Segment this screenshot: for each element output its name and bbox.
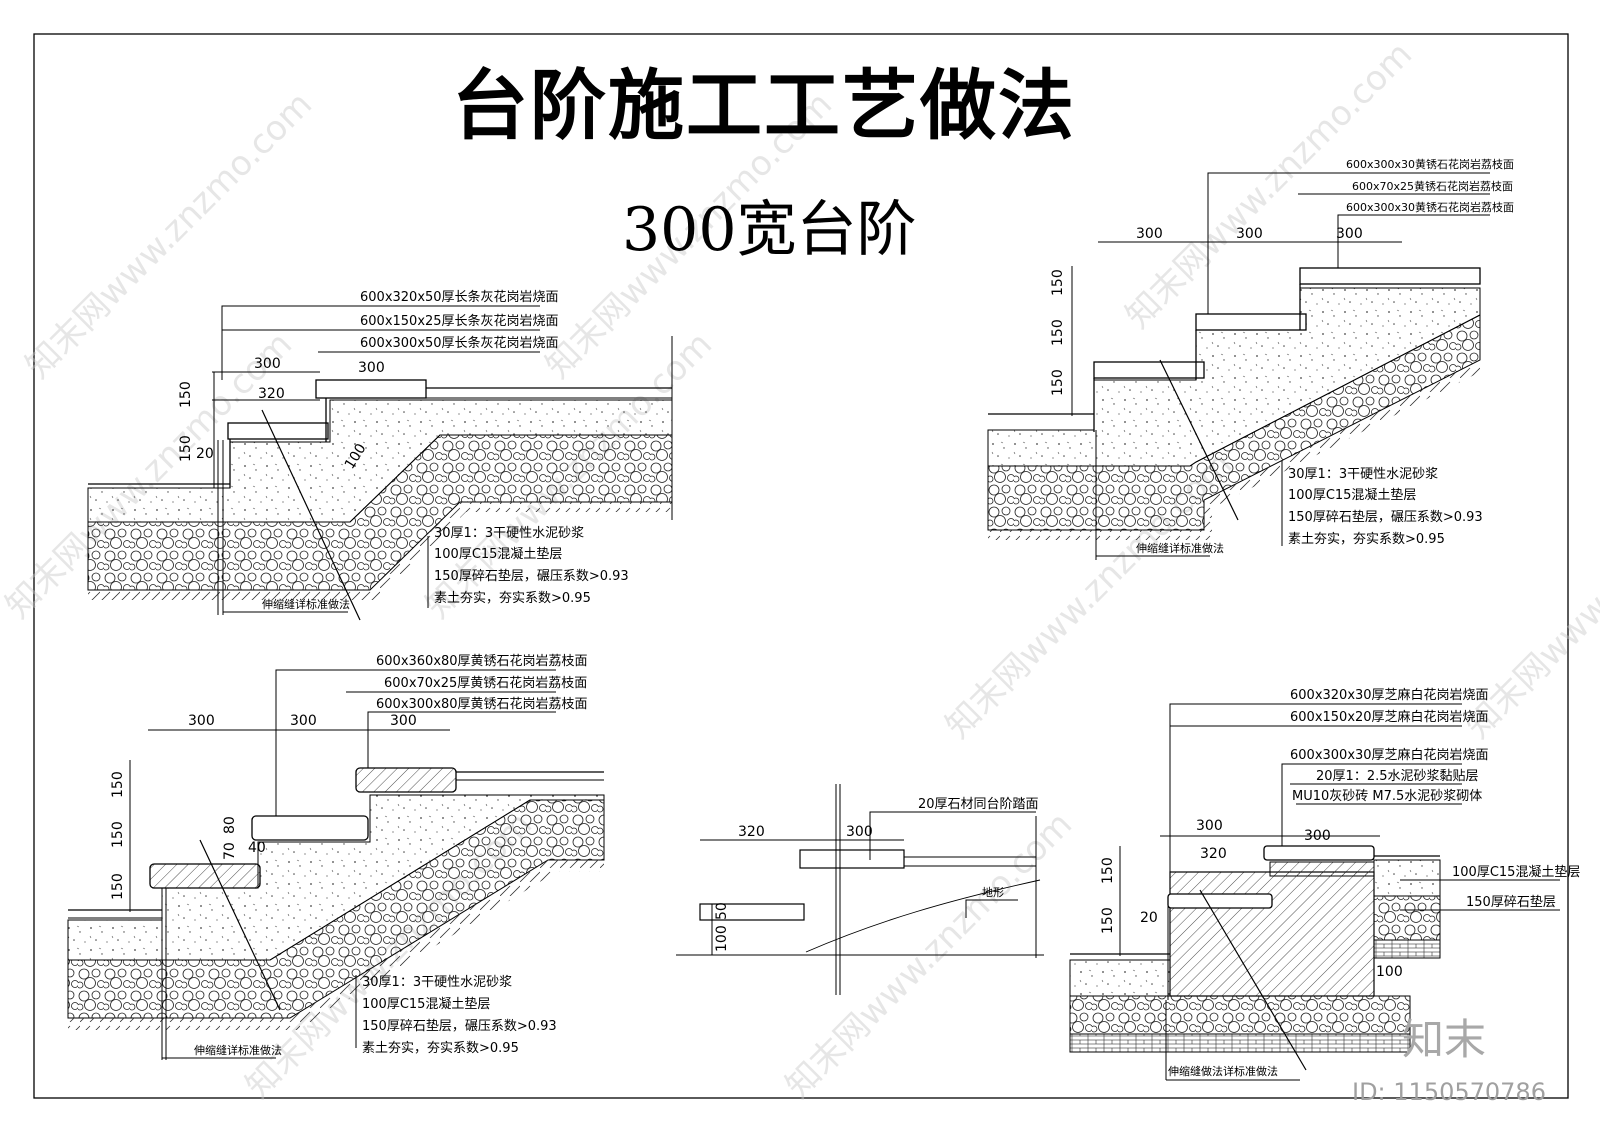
material-label: 20厚石材同台阶踏面 — [918, 797, 1039, 812]
dim-150: 150 — [1050, 269, 1066, 296]
brand-logo: 知末 — [1402, 1015, 1486, 1064]
material-label: 600x300x30黄锈石花岗岩荔枝面 — [1346, 157, 1514, 171]
dim-300: 300 — [1304, 828, 1331, 844]
layer-label: 素土夯实，夯实系数>0.95 — [1288, 532, 1445, 547]
material-label: 20厚1：2.5水泥砂浆黏贴层 — [1316, 768, 1479, 784]
dim-20: 20 — [1140, 910, 1158, 926]
layer-label: 100厚C15混凝土垫层 — [1288, 487, 1416, 503]
dim-150: 150 — [110, 771, 126, 798]
dim-150: 150 — [178, 435, 194, 462]
material-label: MU10灰砂砖 M7.5水泥砂浆砌体 — [1292, 789, 1482, 804]
dim-100: 100 — [714, 925, 730, 952]
stone-tread — [315, 379, 427, 399]
page-subtitle: 300宽台阶 — [622, 195, 917, 265]
material-label: 600x300x30厚芝麻白花岗岩烧面 — [1290, 747, 1489, 763]
dim-300: 300 — [1136, 226, 1163, 242]
dim-150: 150 — [178, 381, 194, 408]
joint-label: 伸缩缝详标准做法 — [194, 1043, 282, 1057]
layer-label: 素土夯实，夯实系数>0.95 — [434, 591, 591, 606]
material-label: 600x320x50厚长条灰花岗岩烧面 — [360, 289, 559, 305]
dim-300: 300 — [1196, 818, 1223, 834]
detail-1: 300 300 320 150 150 20 100 600x320x50厚长条… — [87, 289, 673, 621]
dim-300: 300 — [846, 824, 873, 840]
stone-tread — [149, 863, 261, 889]
dim-100: 100 — [1376, 964, 1403, 980]
soil-layer — [88, 502, 672, 600]
dim-150: 150 — [1050, 369, 1066, 396]
material-label: 600x70x25黄锈石花岗岩荔枝面 — [1352, 179, 1513, 193]
dim-70: 70 — [222, 842, 238, 860]
dim-300: 300 — [1336, 226, 1363, 242]
layer-label: 30厚1：3干硬性水泥砂浆 — [434, 526, 584, 541]
layer-label: 150厚碎石垫层，碾压系数>0.93 — [362, 1018, 557, 1034]
layer-label: 150厚碎石垫层，碾压系数>0.93 — [1288, 509, 1483, 525]
dim-150: 150 — [110, 821, 126, 848]
dim-300: 300 — [188, 713, 215, 729]
page-title: 台阶施工工艺做法 — [452, 61, 1076, 150]
stone-tread — [1093, 361, 1205, 379]
masonry-block — [1269, 861, 1375, 877]
detail-4: 320 300 100 50 20厚石材同台阶踏面 地形 — [676, 784, 1044, 995]
stone-tread — [799, 849, 905, 869]
masonry-block — [1169, 871, 1375, 997]
stone-tread — [1167, 893, 1273, 909]
detail-2: 300 300 300 150 150 150 600x300x30黄锈石花岗岩… — [987, 157, 1514, 560]
terrain-label: 地形 — [982, 886, 1004, 899]
stone-tread — [355, 767, 457, 793]
material-label: 600x300x30黄锈石花岗岩荔枝面 — [1346, 200, 1514, 214]
joint-label: 伸缩缝详标准做法 — [1136, 541, 1224, 555]
layer-label: 150厚碎石垫层 — [1466, 894, 1556, 910]
material-label: 600x150x20厚芝麻白花岗岩烧面 — [1290, 709, 1489, 725]
image-id: ID: 1150570786 — [1352, 1078, 1546, 1106]
dim-20: 20 — [196, 446, 214, 462]
dim-300: 300 — [358, 360, 385, 376]
material-label: 600x70x25厚黄锈石花岗岩荔枝面 — [384, 675, 587, 691]
stone-block — [699, 903, 805, 921]
dim-320: 320 — [258, 386, 285, 402]
stone-tread — [1195, 313, 1307, 331]
gravel-layer — [1373, 895, 1441, 941]
dim-300: 300 — [254, 356, 281, 372]
layer-label: 100厚C15混凝土垫层 — [362, 996, 490, 1012]
layer-label: 30厚1：3干硬性水泥砂浆 — [362, 975, 512, 990]
material-label: 600x300x80厚黄锈石花岗岩荔枝面 — [376, 696, 588, 712]
layer-label: 30厚1：3干硬性水泥砂浆 — [1288, 467, 1438, 482]
joint-label: 伸缩缝详标准做法 — [262, 597, 350, 611]
dim-40: 40 — [248, 840, 266, 856]
material-label: 600x320x30厚芝麻白花岗岩烧面 — [1290, 687, 1489, 703]
dim-50: 50 — [714, 902, 730, 920]
brick-base — [1069, 1033, 1411, 1053]
soil-layer — [68, 860, 604, 1030]
stone-tread — [1263, 845, 1375, 861]
layer-label: 100厚C15混凝土垫层 — [1452, 864, 1580, 880]
detail-3: 300 300 300 150 150 150 70 80 40 600x360… — [67, 653, 605, 1060]
material-label: 600x150x25厚长条灰花岗岩烧面 — [360, 313, 559, 329]
material-label: 600x300x50厚长条灰花岗岩烧面 — [360, 335, 559, 351]
dim-320: 320 — [1200, 846, 1227, 862]
dim-150: 150 — [1050, 319, 1066, 346]
dim-150: 150 — [1100, 907, 1116, 934]
dim-300: 300 — [290, 713, 317, 729]
layer-label: 100厚C15混凝土垫层 — [434, 546, 562, 562]
sheet-border — [33, 33, 1569, 1099]
concrete-layer — [1069, 959, 1171, 997]
dim-300: 300 — [1236, 226, 1263, 242]
layer-label: 150厚碎石垫层，碾压系数>0.93 — [434, 568, 629, 584]
detail-5: 300 300 320 150 150 20 100 600x320x30厚芝麻… — [1069, 687, 1580, 1081]
dim-300: 300 — [390, 713, 417, 729]
concrete-layer — [1373, 859, 1441, 897]
stone-tread — [251, 815, 369, 841]
stone-tread — [1299, 267, 1481, 285]
dim-150: 150 — [1100, 857, 1116, 884]
material-label: 600x360x80厚黄锈石花岗岩荔枝面 — [376, 653, 588, 669]
dim-80: 80 — [222, 816, 238, 834]
joint-label: 伸缩缝做法详标准做法 — [1168, 1064, 1278, 1078]
brick-base — [1373, 939, 1441, 959]
gravel-layer — [1069, 995, 1411, 1035]
stone-tread — [227, 422, 329, 440]
dim-320: 320 — [738, 824, 765, 840]
dim-150: 150 — [110, 873, 126, 900]
layer-label: 素土夯实，夯实系数>0.95 — [362, 1041, 519, 1056]
